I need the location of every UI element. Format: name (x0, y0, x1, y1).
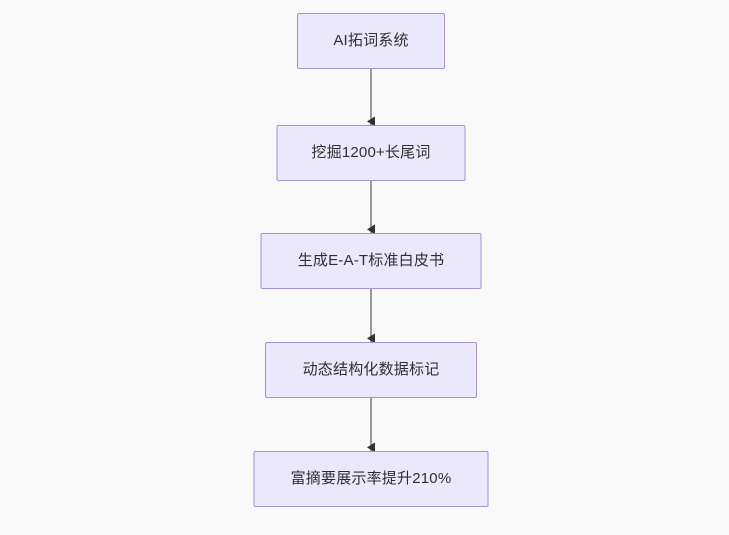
flow-node-label: 动态结构化数据标记 (302, 361, 440, 378)
flow-node-n5[interactable]: 富摘要展示率提升210% (253, 451, 489, 507)
flow-node-n2[interactable]: 挖掘1200+长尾词 (276, 125, 466, 181)
flow-node-label: 富摘要展示率提升210% (290, 470, 452, 487)
flow-node-label: AI拓词系统 (333, 32, 409, 49)
flow-node-n1[interactable]: AI拓词系统 (297, 13, 445, 69)
flow-node-n3[interactable]: 生成E-A-T标准白皮书 (260, 233, 482, 289)
flow-node-n4[interactable]: 动态结构化数据标记 (265, 342, 477, 398)
flow-node-label: 挖掘1200+长尾词 (311, 144, 431, 161)
flow-node-label: 生成E-A-T标准白皮书 (297, 252, 445, 269)
